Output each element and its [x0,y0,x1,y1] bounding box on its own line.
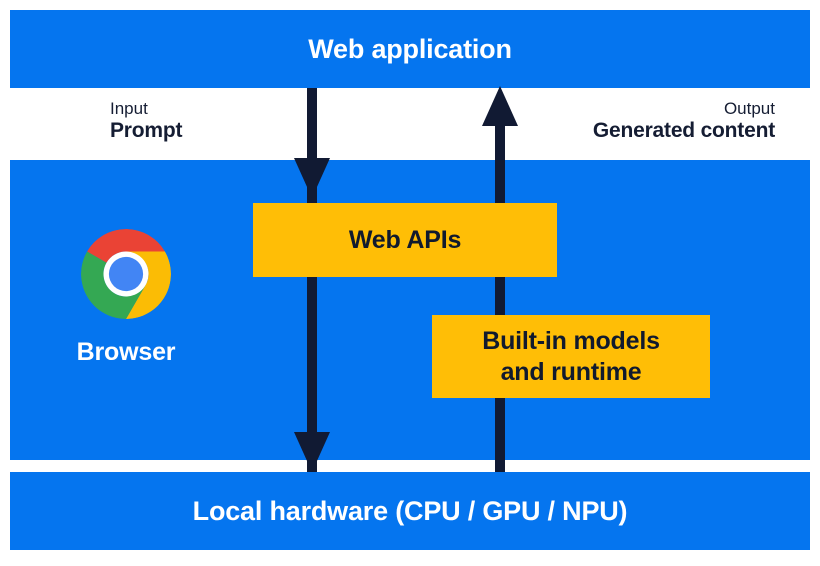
input-flow-label: Input Prompt [110,99,183,144]
band-local-hardware: Local hardware (CPU / GPU / NPU) [10,472,810,550]
chrome-blue-center [108,256,144,292]
output-arrow-head-into-web-application [482,86,518,126]
output-flow-kicker: Output [723,99,775,118]
input-arrow-head-into-hardware [294,432,330,472]
output-arrow-shaft [495,120,505,472]
output-flow-label: Output Generated content [593,99,775,144]
chrome-logo-icon [81,229,171,319]
band-local-hardware-label: Local hardware (CPU / GPU / NPU) [192,496,628,526]
box-web-apis-label: Web APIs [348,225,462,254]
band-web-application-label: Web application [308,34,512,64]
input-arrow-head-into-browser [294,158,330,198]
chrome-yellow-segment [126,251,171,319]
box-web-apis: Web APIs [253,203,557,277]
input-arrow-shaft [307,88,317,472]
input-flow-value: Prompt [110,119,183,143]
chrome-red-segment [87,229,165,263]
band-browser-label: Browser [76,338,176,366]
chrome-green-segment [81,251,146,319]
input-flow-kicker: Input [110,99,148,118]
output-flow-value: Generated content [592,119,775,143]
band-web-application: Web application [10,10,810,88]
